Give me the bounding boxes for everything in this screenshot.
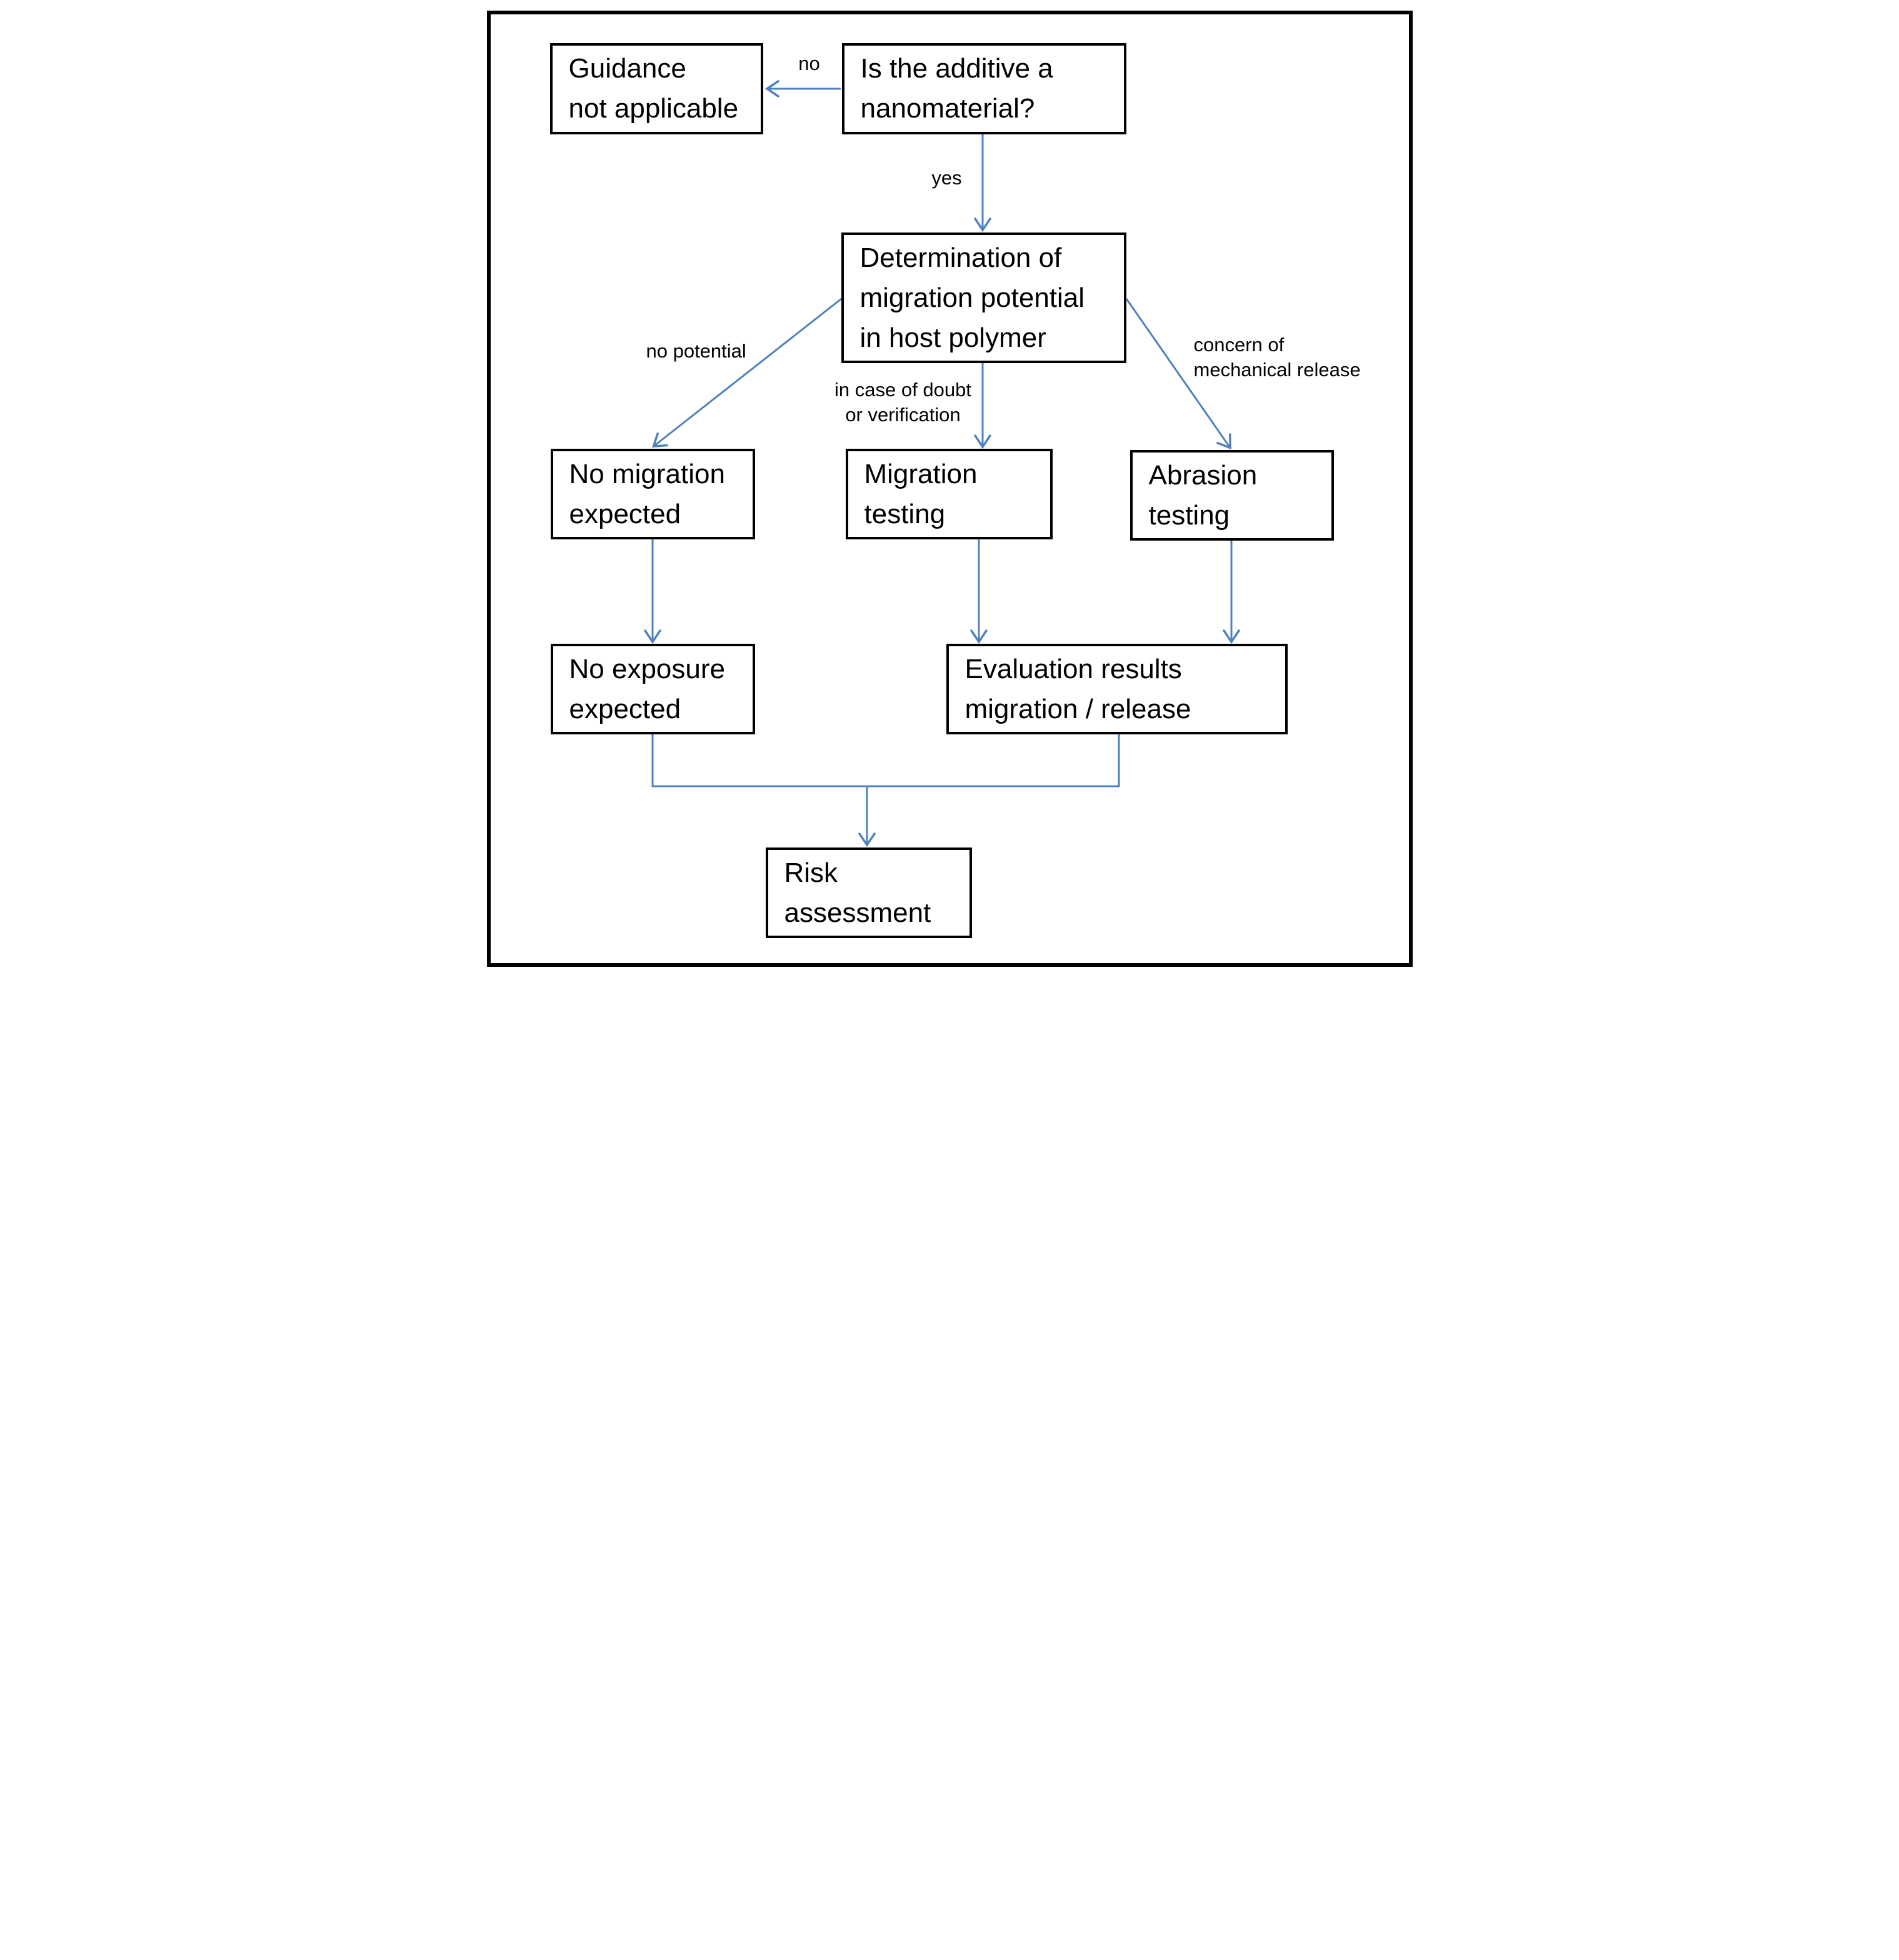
node-is-additive-nanomaterial: Is the additive a nanomaterial?: [841, 43, 1126, 134]
edge-label-line: in case of doubt: [834, 379, 971, 401]
edge-label-line: or verification: [845, 404, 961, 426]
node-text-line: No migration: [569, 458, 725, 489]
node-text-line: testing: [864, 498, 946, 529]
arrow-mechanical-release: [1125, 298, 1231, 450]
node-determination-migration-potential: Determination of migration potential in …: [841, 232, 1126, 363]
edge-label-mechanical-release: concern of mechanical release: [1194, 332, 1361, 382]
edge-label-line: concern of: [1193, 334, 1285, 356]
node-text-line: expected: [569, 693, 681, 724]
connectors-layer: [643, 80, 1240, 848]
node-text-line: migration / release: [965, 693, 1191, 724]
node-no-exposure-expected: No exposure expected: [550, 644, 755, 734]
node-text-line: expected: [569, 498, 681, 529]
node-text-line: Evaluation results: [965, 653, 1182, 684]
node-text-line: in host polymer: [859, 322, 1046, 353]
connector-join-line: [651, 734, 1120, 788]
node-text-line: Determination of: [859, 242, 1062, 273]
outer-border: [486, 11, 1413, 967]
node-evaluation-results-migration-release: Evaluation results migration / release: [946, 644, 1288, 734]
edge-label-no-potential: no potential: [646, 340, 746, 362]
node-migration-testing: Migration testing: [845, 449, 1053, 539]
node-text-line: Is the additive a: [860, 53, 1053, 84]
node-risk-assessment: Risk assessment: [765, 848, 972, 938]
node-text-line: assessment: [784, 897, 931, 928]
flowchart-canvas: Guidance not applicable Is the additive …: [474, 0, 1425, 980]
arrow-no-potential: [651, 298, 842, 448]
node-text-line: testing: [1148, 499, 1230, 531]
node-text-line: Guidance: [568, 53, 686, 84]
node-no-migration-expected: No migration expected: [550, 449, 755, 539]
node-text-line: Migration: [864, 458, 978, 489]
node-abrasion-testing: Abrasion testing: [1130, 450, 1334, 541]
edge-label-line: mechanical release: [1193, 359, 1361, 381]
node-text-line: No exposure: [569, 653, 725, 684]
edge-label-no: no: [798, 52, 820, 74]
node-text-line: Risk: [784, 857, 838, 888]
node-guidance-not-applicable: Guidance not applicable: [549, 43, 763, 134]
node-text-line: migration potential: [859, 282, 1085, 313]
edge-label-doubt-verification: in case of doubt or verification: [825, 378, 981, 428]
node-text-line: Abrasion: [1148, 459, 1258, 491]
node-text-line: not applicable: [568, 93, 739, 124]
edge-label-yes: yes: [931, 167, 962, 189]
node-text-line: nanomaterial?: [860, 93, 1035, 124]
